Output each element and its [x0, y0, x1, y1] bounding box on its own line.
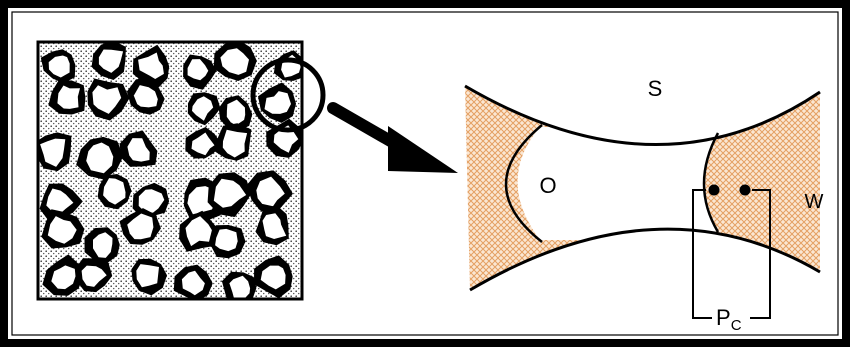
rock-grain-core	[260, 265, 286, 290]
zoom-arrow	[327, 102, 458, 173]
magnifier-circle	[250, 57, 326, 133]
rock-grains	[38, 42, 302, 299]
rock-grain-core	[187, 59, 209, 81]
rock-grain-core	[191, 132, 215, 156]
rock-sample-border	[36, 40, 304, 301]
rock-grain-core	[215, 228, 238, 252]
oil-left-meniscus	[504, 124, 543, 243]
rock-grain-core	[262, 213, 287, 239]
rock-grain-core	[185, 216, 212, 247]
oil-right-meniscus	[702, 132, 720, 233]
rock-sample	[36, 40, 304, 301]
rock-grain-core	[138, 52, 164, 79]
rock-grain-core	[47, 216, 77, 244]
rock-grain-core	[40, 138, 66, 167]
rock-grain-core	[46, 188, 74, 214]
rock-grain-core	[136, 264, 159, 288]
pressure-point-water	[739, 184, 751, 196]
rock-grain-core	[92, 85, 122, 114]
water-label: W	[805, 191, 824, 213]
rock-grain-core	[226, 99, 246, 126]
rock-grain-core	[213, 178, 247, 208]
rock-grain-core	[103, 178, 126, 205]
rock-grain-core	[138, 189, 165, 213]
oil-label: O	[539, 173, 556, 198]
oil-droplet-fill	[517, 127, 720, 240]
rock-grain-core	[256, 176, 285, 207]
rock-grain-core	[81, 265, 107, 287]
rock-grain-core	[220, 48, 249, 75]
inner-frame-border	[11, 11, 839, 336]
rock-grain-core	[93, 232, 113, 258]
rock-grain-core	[57, 85, 80, 109]
rock-grain-core	[48, 55, 70, 78]
pressure-point-oil	[708, 184, 720, 196]
lower-grain-boundary	[469, 227, 821, 292]
rock-grain-core	[86, 142, 114, 174]
rock-grain-core	[127, 138, 150, 162]
rock-grain-core	[229, 275, 251, 299]
rock-grain-core	[133, 85, 158, 108]
rock-grain-core	[98, 49, 124, 73]
pc-label-backing	[712, 302, 750, 332]
capillary-pressure-label: PC	[716, 305, 742, 334]
rock-grain-core	[192, 96, 214, 121]
pc-label-sub: C	[731, 317, 742, 334]
rock-grain-core	[181, 270, 205, 296]
pore-channel	[464, 84, 821, 319]
pc-label-main: P	[716, 305, 731, 330]
rock-grain-core	[51, 265, 76, 290]
rock-grain-core	[127, 213, 154, 240]
solid-label: S	[648, 76, 663, 101]
upper-grain-boundary	[464, 84, 821, 146]
rock-grain-core	[264, 91, 291, 114]
rock-grain-core	[222, 129, 248, 158]
